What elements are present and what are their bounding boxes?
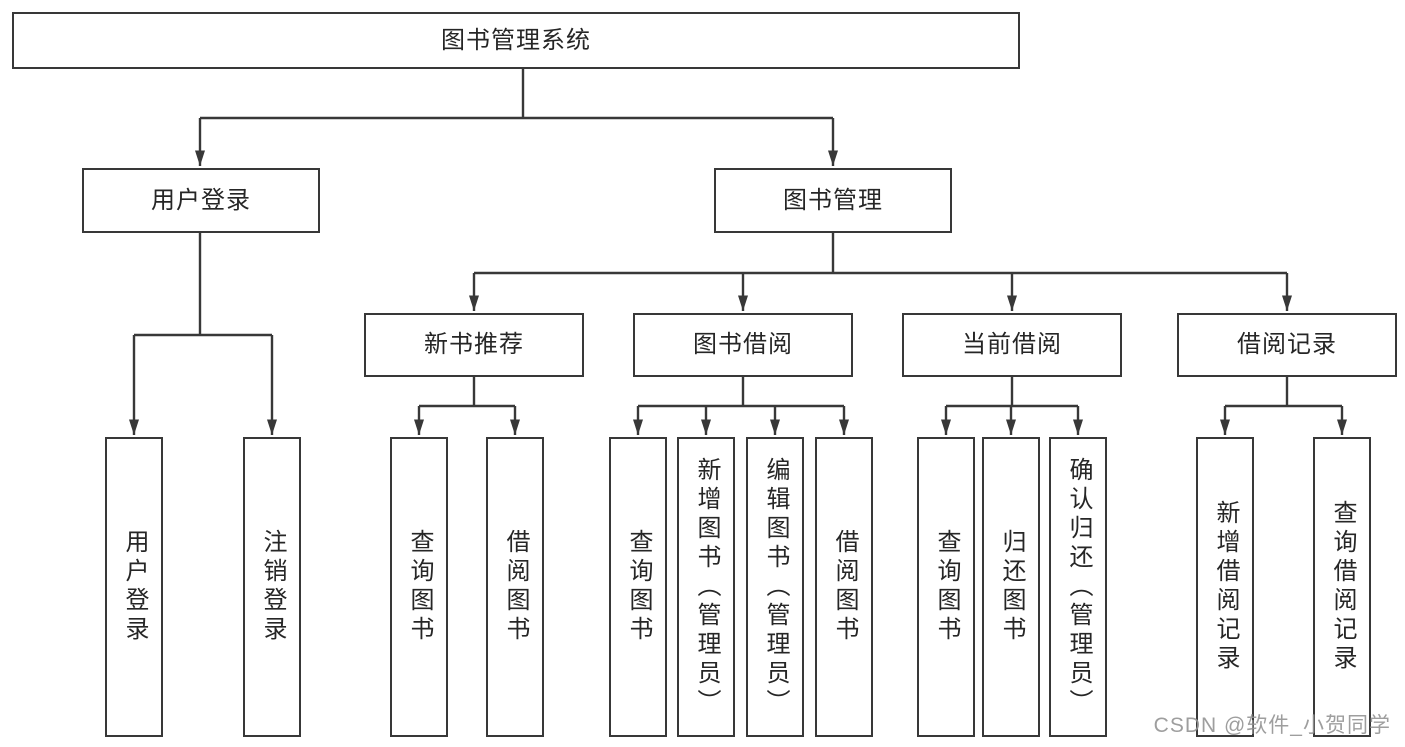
new-book-section-connector bbox=[414, 377, 520, 435]
leaf-return-books: 归还图书 bbox=[982, 437, 1040, 737]
leaf-add-books-admin: 新增图书（管理员） bbox=[677, 437, 735, 737]
node-user-login: 用户登录 bbox=[82, 168, 320, 233]
leaf-newbook-query-books: 查询图书 bbox=[390, 437, 448, 737]
leaf-add-books-admin-label: 新增图书（管理员） bbox=[693, 456, 720, 718]
node-new-book-recommend: 新书推荐 bbox=[364, 313, 584, 377]
book-borrow-section-connector bbox=[633, 377, 849, 435]
node-borrow-records-label: 借阅记录 bbox=[1237, 331, 1337, 358]
leaf-borrow-query-books-label: 查询图书 bbox=[625, 529, 652, 645]
leaf-confirm-return-admin: 确认归还（管理员） bbox=[1049, 437, 1107, 737]
node-new-book-recommend-label: 新书推荐 bbox=[424, 331, 524, 358]
leaf-borrow-query-books: 查询图书 bbox=[609, 437, 667, 737]
root-to-level2-connector bbox=[195, 69, 838, 166]
node-root-library-system: 图书管理系统 bbox=[12, 12, 1020, 69]
node-current-borrow-label: 当前借阅 bbox=[962, 331, 1062, 358]
leaf-confirm-return-admin-label: 确认归还（管理员） bbox=[1065, 456, 1092, 718]
current-borrow-section-connector bbox=[941, 377, 1083, 435]
node-root-label: 图书管理系统 bbox=[441, 26, 591, 54]
leaf-edit-books-admin-label: 编辑图书（管理员） bbox=[762, 456, 789, 718]
leaf-query-borrow-record-label: 查询借阅记录 bbox=[1329, 500, 1356, 674]
leaf-current-query-books: 查询图书 bbox=[917, 437, 975, 737]
book-management-branch-connector bbox=[469, 233, 1292, 311]
leaf-query-borrow-record: 查询借阅记录 bbox=[1313, 437, 1371, 737]
leaf-borrow-books: 借阅图书 bbox=[815, 437, 873, 737]
leaf-add-borrow-record-label: 新增借阅记录 bbox=[1212, 500, 1239, 674]
leaf-newbook-query-books-label: 查询图书 bbox=[406, 529, 433, 645]
node-current-borrow: 当前借阅 bbox=[902, 313, 1122, 377]
leaf-edit-books-admin: 编辑图书（管理员） bbox=[746, 437, 804, 737]
leaf-logout: 注销登录 bbox=[243, 437, 301, 737]
leaf-logout-label: 注销登录 bbox=[259, 529, 286, 645]
leaf-newbook-borrow-books-label: 借阅图书 bbox=[502, 529, 529, 645]
csdn-watermark: CSDN @软件_小贺同学 bbox=[1153, 714, 1391, 737]
node-book-borrow-label: 图书借阅 bbox=[693, 331, 793, 358]
leaf-borrow-books-label: 借阅图书 bbox=[831, 529, 858, 645]
leaf-user-login: 用户登录 bbox=[105, 437, 163, 737]
leaf-return-books-label: 归还图书 bbox=[998, 529, 1025, 645]
leaf-newbook-borrow-books: 借阅图书 bbox=[486, 437, 544, 737]
leaf-user-login-label: 用户登录 bbox=[121, 529, 148, 645]
node-book-management-label: 图书管理 bbox=[783, 186, 883, 214]
node-user-login-label: 用户登录 bbox=[151, 186, 251, 214]
node-book-borrow: 图书借阅 bbox=[633, 313, 853, 377]
leaf-add-borrow-record: 新增借阅记录 bbox=[1196, 437, 1254, 737]
leaf-current-query-books-label: 查询图书 bbox=[933, 529, 960, 645]
node-borrow-records: 借阅记录 bbox=[1177, 313, 1397, 377]
user-login-branch-connector bbox=[129, 233, 277, 435]
borrow-records-section-connector bbox=[1220, 377, 1347, 435]
node-book-management: 图书管理 bbox=[714, 168, 952, 233]
